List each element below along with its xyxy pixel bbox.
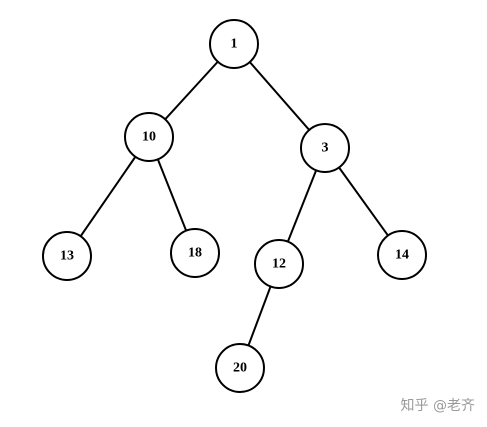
tree-node-circle (377, 230, 427, 280)
tree-node-n3: 3 (300, 123, 350, 173)
tree-node-n12: 12 (254, 239, 304, 289)
tree-node-n1: 1 (209, 19, 259, 69)
tree-edges (66, 43, 403, 369)
tree-node-circle (124, 112, 174, 162)
watermark-text: 知乎 @老齐 (400, 398, 475, 414)
tree-node-circle (254, 239, 304, 289)
tree-node-n18: 18 (170, 228, 220, 278)
tree-node-circle (42, 231, 92, 281)
tree-node-circle (209, 19, 259, 69)
tree-node-circle (170, 228, 220, 278)
tree-node-circle (215, 343, 265, 393)
tree-node-n13: 13 (42, 231, 92, 281)
tree-node-label: 1 (231, 37, 238, 52)
tree-node-label: 3 (322, 141, 329, 156)
tree-node-label: 13 (60, 249, 74, 264)
tree-node-label: 14 (395, 248, 409, 263)
tree-node-n10: 10 (124, 112, 174, 162)
tree-node-circle (300, 123, 350, 173)
tree-node-label: 12 (272, 257, 286, 272)
tree-node-label: 20 (233, 361, 247, 376)
tree-node-label: 18 (188, 246, 202, 261)
tree-node-n14: 14 (377, 230, 427, 280)
tree-node-label: 10 (142, 130, 156, 145)
tree-node-n20: 20 (215, 343, 265, 393)
tree-nodes: 1 10 3 13 18 12 14 20 (42, 19, 427, 393)
